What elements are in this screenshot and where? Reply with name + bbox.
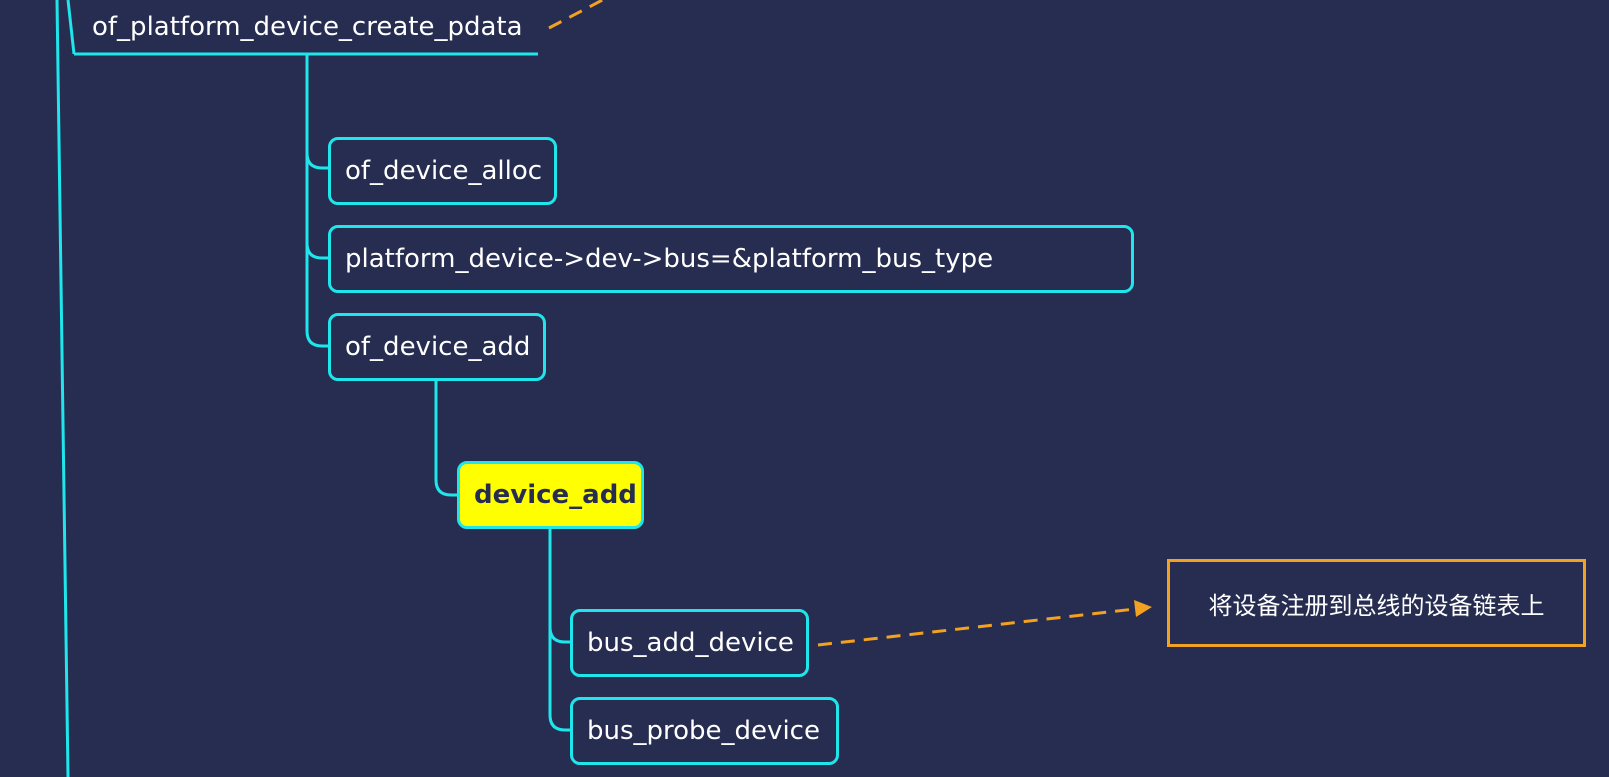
note-dashed-arrow: [817, 607, 1136, 647]
bus-add-device-note-label: 将设备注册到总线的设备链表上: [1208, 591, 1545, 620]
node-of-device-alloc-label: of_device_alloc: [345, 156, 543, 186]
node-bus-add-device-label: bus_add_device: [587, 628, 794, 658]
root-dashed-link: [548, 0, 606, 30]
node-of-device-add-label: of_device_add: [345, 332, 531, 362]
node-of-device-alloc[interactable]: of_device_alloc: [328, 137, 557, 205]
note-arrow-head: [1134, 600, 1152, 617]
node-bus-probe-device-label: bus_probe_device: [587, 716, 820, 746]
node-of-device-add[interactable]: of_device_add: [328, 313, 546, 381]
node-bus-assign[interactable]: platform_device->dev->bus=&platform_bus_…: [328, 225, 1134, 293]
bus-add-device-note[interactable]: 将设备注册到总线的设备链表上: [1167, 559, 1586, 647]
node-device-add[interactable]: device_add: [457, 461, 644, 529]
root-children-trunk: [305, 54, 330, 348]
root-branch-line: [66, 0, 76, 55]
root-node-label: of_platform_device_create_pdata: [92, 12, 523, 42]
node-bus-assign-label: platform_device->dev->bus=&platform_bus_…: [345, 244, 994, 274]
bus-assign-branch: [305, 242, 330, 260]
alloc-branch: [305, 152, 330, 170]
root-node[interactable]: of_platform_device_create_pdata: [76, 2, 536, 52]
node-bus-probe-device[interactable]: bus_probe_device: [570, 697, 839, 765]
trunk-line: [55, 0, 70, 777]
node-bus-add-device[interactable]: bus_add_device: [570, 609, 809, 677]
node-device-add-label: device_add: [474, 480, 637, 510]
